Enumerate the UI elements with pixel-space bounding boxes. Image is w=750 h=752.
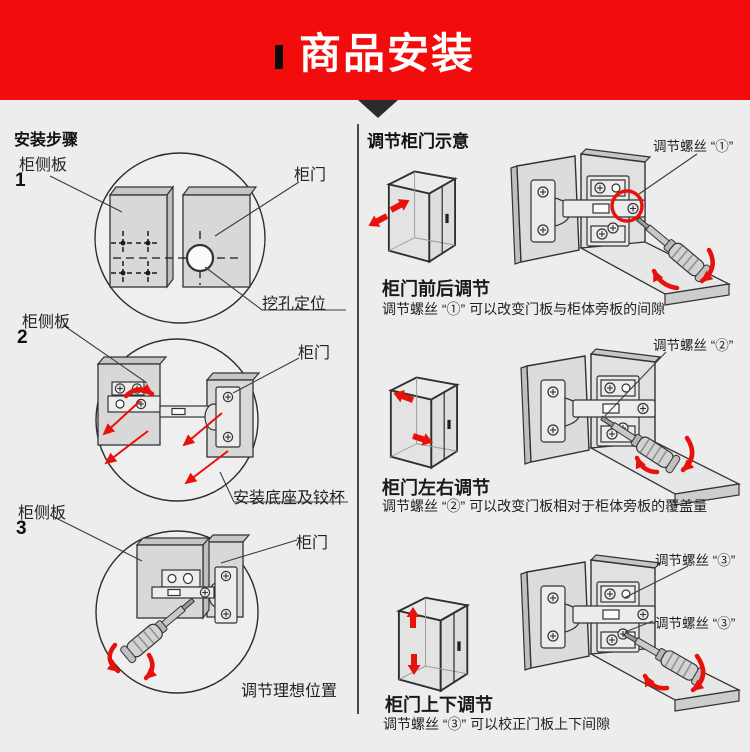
- section-caption: 柜门上下调节: [385, 695, 493, 715]
- step3-diagram: [49, 514, 298, 694]
- rotate-arrow-icon: [680, 435, 695, 473]
- banner: 商品安装: [0, 0, 750, 100]
- rotate-arrow-icon: [106, 642, 121, 674]
- screw-label: 调节螺丝 “②”: [653, 338, 734, 353]
- installation-steps-diagrams: [49, 152, 348, 694]
- step-note: 调节理想位置: [241, 683, 338, 700]
- step-note: 安装底座及铰杯: [233, 490, 346, 507]
- step-note: 挖孔定位: [262, 296, 327, 313]
- step2-diagram: [62, 324, 348, 503]
- screw-label: 调节螺丝 “③”: [655, 616, 736, 631]
- rotate-arrow-icon: [690, 653, 706, 693]
- screw-direction-arrow: [184, 450, 229, 485]
- banner-arrow-icon: [358, 100, 398, 118]
- rotate-arrow-icon: [651, 268, 680, 291]
- screw-direction-arrow: [104, 430, 149, 465]
- rotate-arrow-icon: [143, 652, 158, 681]
- section-b-hinge: [521, 349, 739, 505]
- move-arrow-icon: [365, 210, 391, 232]
- step-side-label: 柜侧板: [22, 314, 71, 331]
- adjustment-diagrams: [365, 120, 750, 752]
- screw-direction-arrow: [182, 412, 223, 447]
- section-caption: 柜门左右调节: [382, 478, 490, 498]
- rotate-arrow-icon: [642, 673, 670, 691]
- step-side-label: 柜侧板: [19, 157, 68, 174]
- door-label: 柜门: [294, 167, 327, 184]
- step-number: 2: [17, 327, 28, 348]
- screw-direction-arrow: [102, 400, 141, 436]
- step1-diagram: [49, 152, 346, 324]
- section-c-hinge: [521, 555, 739, 711]
- rotate-arrow-icon: [123, 383, 155, 399]
- screw-label: 调节螺丝 “①”: [653, 139, 734, 154]
- rotate-arrow-icon: [699, 247, 715, 284]
- section-description: 调节螺丝 “①” 可以改变门板与柜体旁板的间隙: [382, 301, 666, 317]
- section-description: 调节螺丝 “②” 可以改变门板相对于柜体旁板的覆盖量: [382, 498, 708, 514]
- section-description: 调节螺丝 “③” 可以校正门板上下间隙: [383, 716, 611, 732]
- rotate-arrow-icon: [634, 455, 660, 475]
- step-side-label: 柜侧板: [18, 505, 67, 522]
- right-header: 调节柜门示意: [367, 132, 469, 151]
- section-a-cabinet-box: [365, 170, 457, 263]
- screw-label: 调节螺丝 “③”: [655, 553, 736, 568]
- section-c-cabinet-box: [397, 596, 469, 692]
- highlight-circle: [610, 189, 644, 223]
- door-label: 柜门: [296, 535, 329, 552]
- door-label: 柜门: [298, 345, 331, 362]
- drill-hole: [185, 243, 215, 273]
- step-number: 1: [15, 170, 26, 191]
- column-divider: [357, 124, 359, 714]
- title-accent-bar: [274, 45, 283, 69]
- section-b-cabinet-box: [389, 376, 459, 469]
- section-a-hinge: [511, 149, 729, 305]
- left-header: 安装步骤: [14, 132, 79, 149]
- section-caption: 柜门前后调节: [382, 279, 490, 299]
- page-title: 商品安装: [298, 29, 475, 77]
- step-number: 3: [16, 518, 27, 539]
